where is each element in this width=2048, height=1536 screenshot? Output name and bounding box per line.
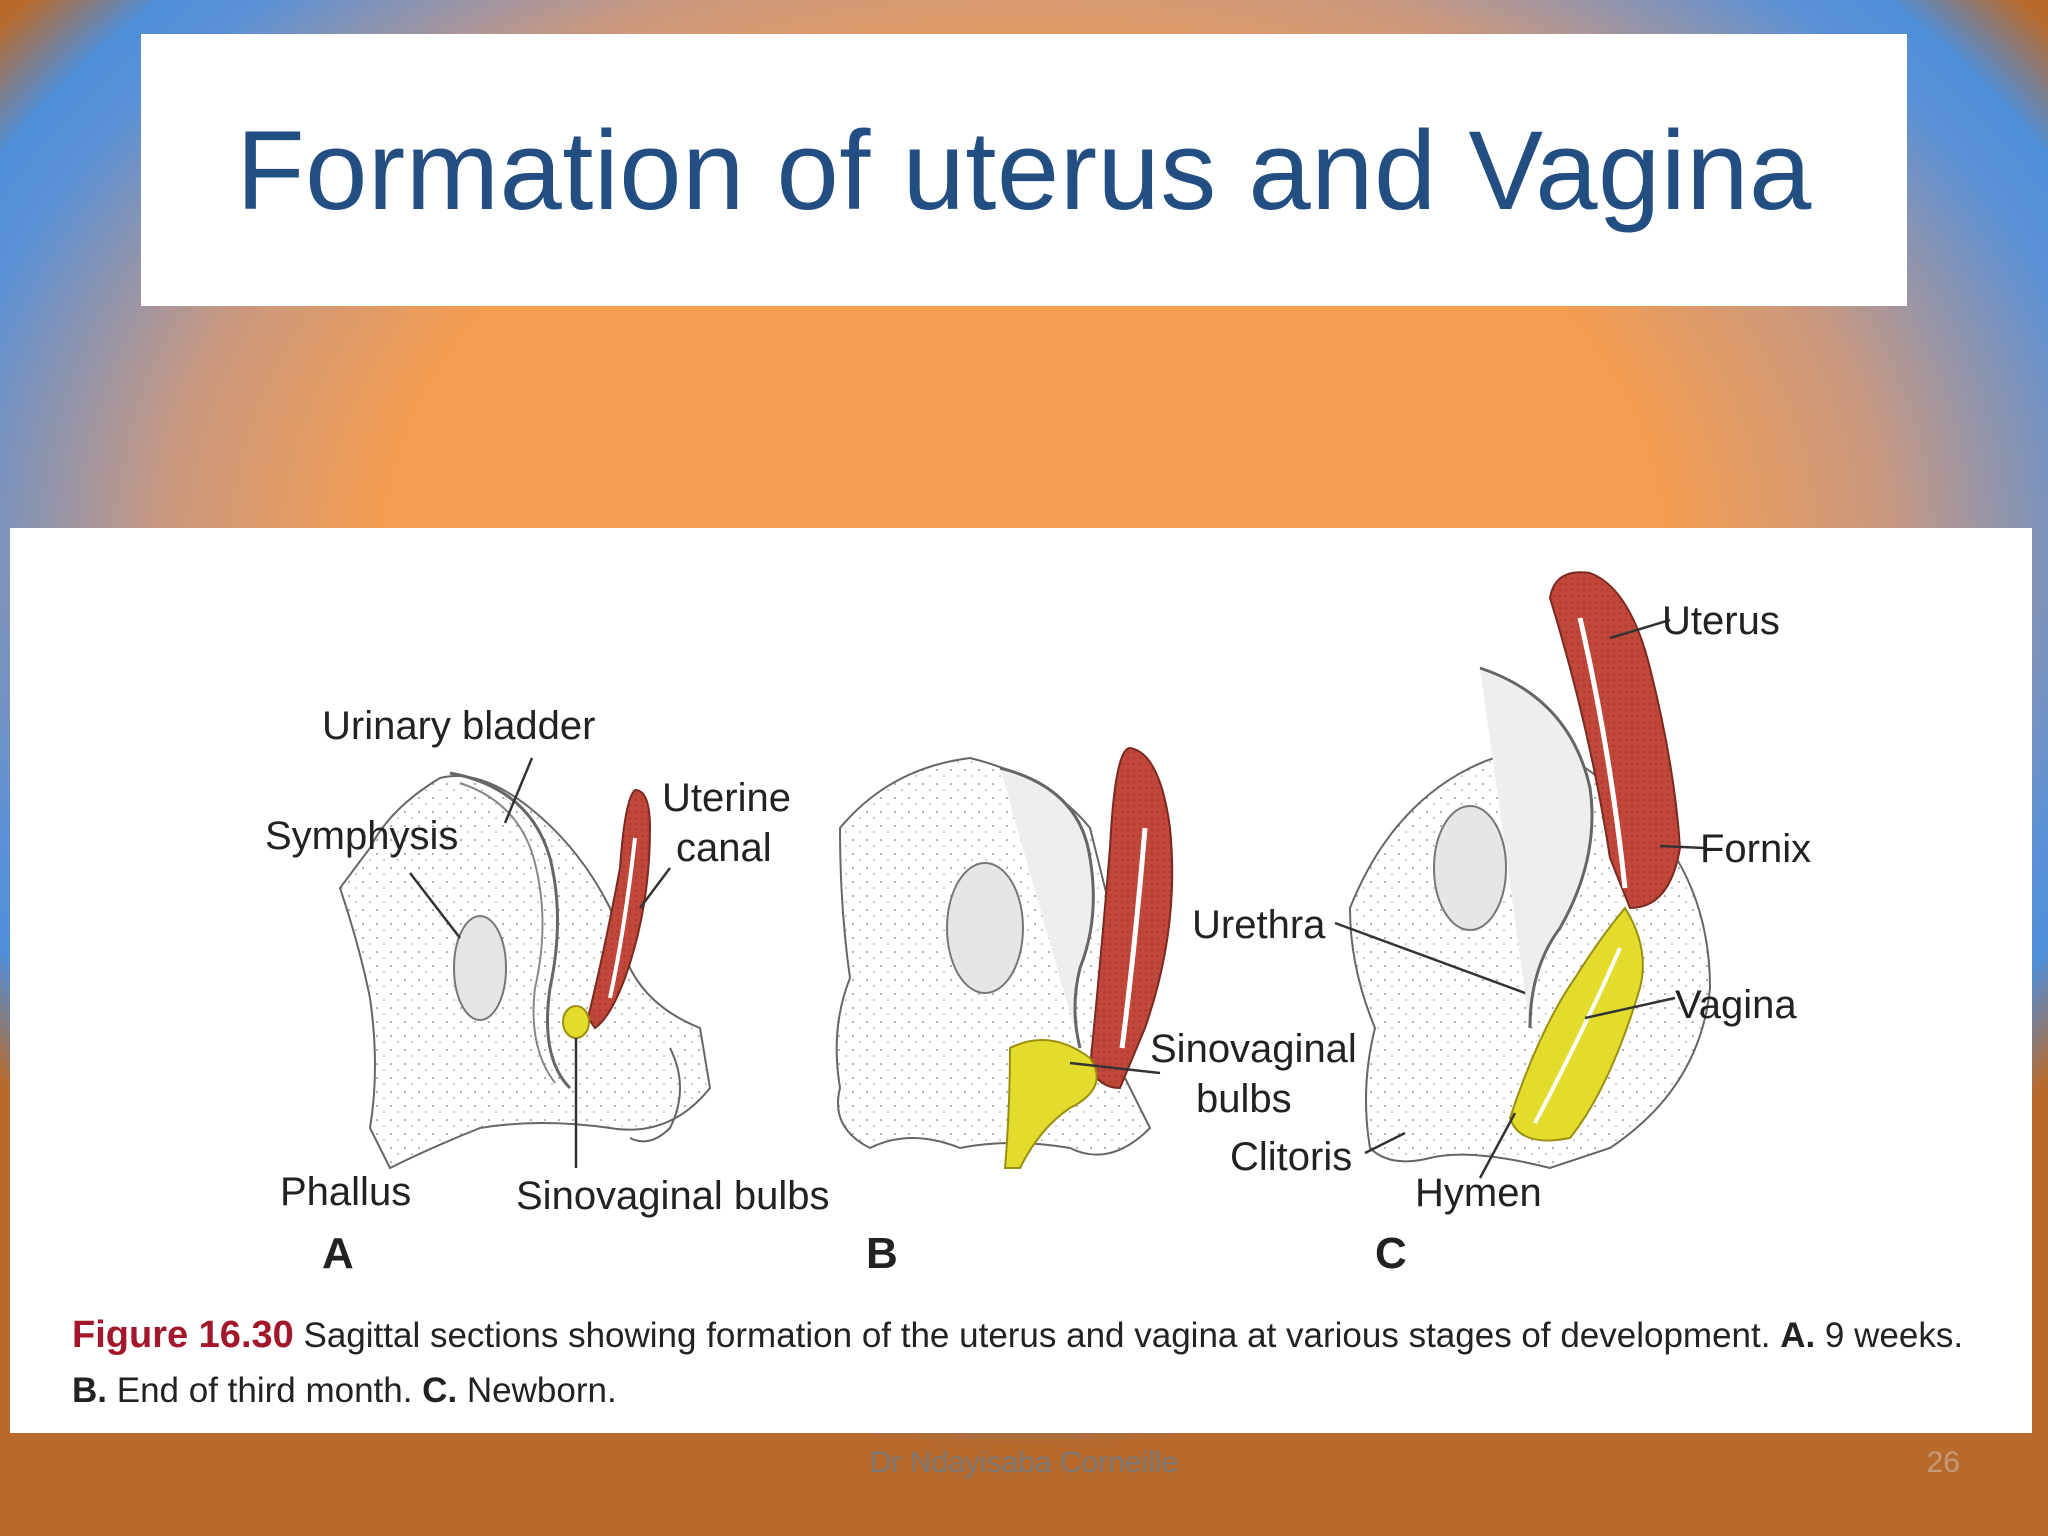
caption-key-c: C. [422, 1371, 458, 1410]
label-symphysis: Symphysis [265, 814, 458, 858]
page-number: 26 [1926, 1446, 1960, 1479]
urinary-bladder-a [449, 771, 572, 1090]
label-fornix: Fornix [1700, 827, 1811, 871]
label-hymen: Hymen [1415, 1171, 1542, 1215]
bladder-b [999, 766, 1095, 1049]
label-vagina: Vagina [1675, 983, 1797, 1027]
label-urinary-bladder: Urinary bladder [322, 704, 595, 748]
label-canal: canal [676, 826, 772, 870]
caption-b-text: End of third month. [107, 1371, 423, 1410]
sagittal-sections-diagram: Urinary bladder Symphysis Uterine canal … [265, 571, 1811, 1278]
label-sinovaginal: Sinovaginal [1150, 1027, 1357, 1071]
leader-lines-a [409, 757, 671, 1168]
leader-lines-b [1069, 1061, 1161, 1075]
vagina-c-lumen [1533, 947, 1622, 1124]
sinovaginal-bulb-a [562, 1005, 590, 1039]
figure-panel: Urinary bladder Symphysis Uterine canal … [10, 528, 2032, 1433]
symphysis-b [946, 862, 1024, 994]
label-urethra: Urethra [1192, 903, 1326, 947]
uterus-b [1088, 746, 1174, 1090]
uterus-b-lumen [1119, 827, 1148, 1049]
section-a-body [338, 775, 712, 1170]
caption-figure-number: Figure 16.30 [72, 1314, 294, 1356]
leader-lines-c [1334, 618, 1706, 1179]
label-uterine: Uterine [662, 776, 791, 820]
panel-label-c: C [1375, 1229, 1407, 1278]
caption-c-text: Newborn. [457, 1371, 617, 1410]
slide-footer: Dr Ndayisaba Corneille [869, 1446, 1179, 1479]
vagina-c [1508, 906, 1644, 1142]
label-clitoris: Clitoris [1230, 1135, 1352, 1179]
label-uterus: Uterus [1662, 599, 1780, 643]
section-a-drawing [338, 771, 712, 1170]
figure-caption: Figure 16.30 Sagittal sections showing f… [72, 1308, 2002, 1418]
panel-label-b: B [866, 1229, 898, 1278]
title-box: Formation of uterus and Vagina [141, 34, 1907, 306]
panel-label-a: A [322, 1229, 354, 1278]
label-bulbs: bulbs [1196, 1077, 1292, 1121]
uterus-c [1548, 571, 1682, 910]
caption-a-text: 9 weeks. [1815, 1316, 1964, 1355]
label-sinovaginal-bulbs-a: Sinovaginal bulbs [516, 1174, 830, 1218]
label-phallus: Phallus [280, 1170, 411, 1214]
symphysis-a [453, 915, 507, 1021]
uterine-canal-a-lumen [608, 837, 637, 999]
bladder-c [1479, 666, 1594, 1029]
caption-key-a: A. [1780, 1316, 1816, 1355]
phallus-a [629, 1047, 681, 1143]
caption-key-b: B. [72, 1371, 107, 1410]
slide-title: Formation of uterus and Vagina [236, 107, 1812, 233]
sinovaginal-bulbs-b [1003, 1039, 1098, 1169]
symphysis-c [1433, 805, 1507, 931]
section-b-drawing [835, 746, 1174, 1169]
section-c-drawing [1348, 571, 1712, 1170]
caption-text: Sagittal sections showing formation of t… [293, 1316, 1781, 1355]
uterus-c-lumen [1577, 617, 1628, 889]
